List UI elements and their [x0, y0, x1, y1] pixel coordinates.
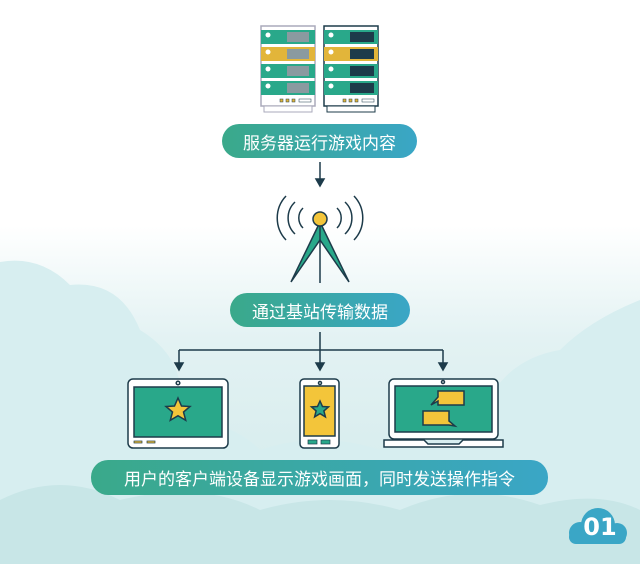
tablet-icon: [127, 378, 229, 449]
chat-bubble-icon: [430, 390, 465, 406]
phone-icon: [299, 378, 340, 449]
star-icon: [164, 396, 192, 422]
flow-arrows: [173, 162, 449, 372]
step-number-badge: 01: [583, 513, 617, 541]
step-tower-label: 通过基站传输数据: [230, 293, 410, 327]
cell-tower-icon: [276, 195, 364, 283]
cloud-badge-icon: [569, 508, 627, 544]
step-server-label: 服务器运行游戏内容: [222, 124, 417, 158]
step-client-label: 用户的客户端设备显示游戏画面，同时发送操作指令: [91, 460, 548, 495]
star-icon: [309, 399, 331, 419]
laptop-icon: [383, 378, 504, 448]
server-rack-icon: [323, 25, 379, 113]
server-rack-icon: [260, 25, 316, 113]
chat-bubble-icon: [422, 410, 458, 428]
